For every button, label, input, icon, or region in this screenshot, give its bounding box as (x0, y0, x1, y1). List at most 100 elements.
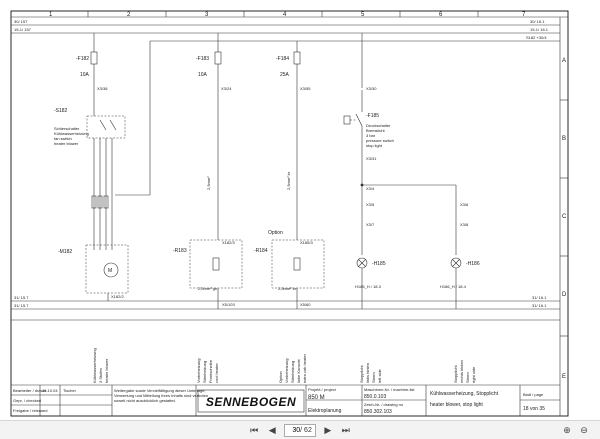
row-label: C (562, 214, 567, 220)
zoom-controls: ⊕ ⊖ (561, 424, 590, 436)
component-name: -M182 (58, 249, 72, 255)
terminal: X3/31 (366, 156, 377, 161)
brand-name: SENNEBOGEN (206, 395, 296, 409)
wire-label: 2,5mm² br (278, 286, 297, 291)
terminal: X3/24 (221, 86, 232, 91)
page-number-box[interactable]: / 62 (284, 423, 316, 437)
component-desc: pressure switch (366, 138, 394, 143)
component-desc: heater blower (54, 141, 79, 146)
tb-copyright: Weitergabe sowie Vervielfältigung dieser… (114, 388, 206, 393)
terminal: X5/60 (300, 302, 311, 307)
terminal: X3/5 (366, 202, 375, 207)
schematic-sheet: 1 2 3 4 5 6 7 A B C D E 30/ 157 15-1/ 15… (10, 10, 569, 417)
rail-label: 31/ 15.7 (14, 303, 29, 308)
row-label: A (562, 58, 566, 64)
desc-col: rechts hinten (459, 360, 464, 383)
fuse-f183 (214, 51, 222, 65)
tb-copyright: soweit nicht ausdrücklich gestattet. (114, 398, 176, 403)
frame-outer (10, 10, 569, 417)
next-page-icon[interactable]: ▶ (324, 424, 332, 435)
last-page-icon[interactable]: ⏭ (341, 424, 350, 435)
desc-col: Strom (371, 372, 376, 383)
row-label: D (562, 292, 567, 298)
previous-page-icon[interactable]: ◀ (268, 424, 276, 435)
component-desc: 3 bar (366, 133, 376, 138)
terminal: X3/6 (460, 202, 469, 207)
lamp-ref: H186_H / 18.4 (440, 284, 467, 289)
tb-sheet-label: Blatt / page (523, 392, 544, 397)
schematic-drawing: 1 2 3 4 5 6 7 A B C D E 30/ 157 15-1/ 15… (10, 10, 569, 417)
component-desc: Bremslicht (366, 128, 386, 133)
row-label: B (562, 136, 566, 142)
wire-label: 2,5mm² br (286, 171, 291, 190)
zoom-out-icon[interactable]: ⊖ (580, 424, 588, 435)
row-label: E (562, 374, 566, 380)
fuse-name: -F184 (276, 56, 289, 62)
terminal: X182/2 (111, 294, 124, 299)
terminal: X185/3 (300, 240, 313, 245)
component-desc: fan switch (54, 136, 72, 141)
desc-col: Strom (465, 372, 470, 383)
fuse-name: -F182 (76, 56, 89, 62)
desc-col: Frontscheibe (208, 359, 213, 383)
col-label: 2 (127, 12, 131, 18)
tb-row-label: Gepr. / checked (13, 398, 41, 403)
fuse-f184 (293, 51, 301, 65)
rail-label: 31/ 16.1 (532, 295, 547, 300)
desc-col: heater blower (104, 358, 109, 383)
component-name: -S182 (54, 108, 68, 114)
col-label: 1 (49, 12, 53, 18)
desc-col: links hinten (365, 363, 370, 383)
tb-copyright: Verwertung und Mitteilung ihres Inhalts … (114, 393, 208, 398)
component-name: -R184 (254, 248, 268, 254)
component-name: -H185 (372, 261, 386, 267)
terminal: X3/30 (366, 86, 377, 91)
component-desc: Druckschalter (366, 123, 391, 128)
switch-s182 (86, 115, 126, 139)
desc-col: Vorbeheizung (196, 359, 201, 383)
heater-r183 (189, 239, 243, 289)
desc-col: Option (278, 371, 283, 383)
fuse-rating: 10A (198, 72, 208, 78)
fuse-name: -F183 (196, 56, 209, 62)
col-label: 7 (522, 12, 526, 18)
wire-label: 2,5mm² gn (198, 286, 217, 291)
rail-label: 31/ 15.7 (14, 295, 29, 300)
tb-drawing-label: Zeich-Nr. / drawing no (364, 402, 404, 407)
rail-label: 31/ 16.1 (532, 303, 547, 308)
heater-r184 (271, 239, 325, 289)
tb-date: 18.10.04 (42, 388, 58, 393)
tb-machine-label: Maschinen-Nr. / machine-list (364, 387, 415, 392)
desc-col: Stirnheizung (202, 361, 207, 383)
terminal: X182/3 (222, 240, 235, 245)
desc-col: Kühlwasserheizung (92, 348, 97, 383)
option-label: Option (268, 230, 283, 236)
tb-title: heater blower, stop light (430, 402, 483, 408)
zoom-in-icon[interactable]: ⊕ (563, 424, 571, 435)
tb-row-label: Bearbeiter / drawn (13, 388, 46, 393)
brand-logo (197, 389, 305, 413)
col-label: 6 (439, 12, 443, 18)
tb-sheet: 18 von 35 (523, 406, 545, 412)
title-block: Bearbeiter / drawn Gepr. / checked Freig… (10, 385, 560, 416)
page-number-input[interactable] (288, 426, 301, 434)
tb-machine: 850.0.103 (364, 394, 386, 400)
first-page-icon[interactable]: ⏮ (250, 424, 259, 435)
col-label: 3 (205, 12, 209, 18)
desc-col: Stopplicht (453, 365, 458, 383)
tb-project-sub: Elektroplanung (308, 408, 342, 414)
terminal: X3/4 (366, 186, 375, 191)
desc-col: 3 Stufen (98, 368, 103, 383)
component-name: -R183 (173, 248, 187, 254)
desc-col: linke Konsole (296, 358, 301, 383)
rail-label: 30/ 16.1 (530, 19, 545, 24)
desc-col: Vorbeheizung (284, 359, 289, 383)
page-total: / 62 (300, 426, 312, 434)
col-label: 4 (283, 12, 287, 18)
tb-title: Kühlwasserheizung, Stopplicht (430, 391, 499, 397)
component-name: -F185 (366, 113, 379, 119)
lamp-ref: H185_H / 18.3 (355, 284, 382, 289)
desc-col: cool heater (214, 363, 219, 383)
component-desc: Schlerschalter (54, 126, 80, 131)
pressure-switch-f185 (355, 113, 363, 127)
